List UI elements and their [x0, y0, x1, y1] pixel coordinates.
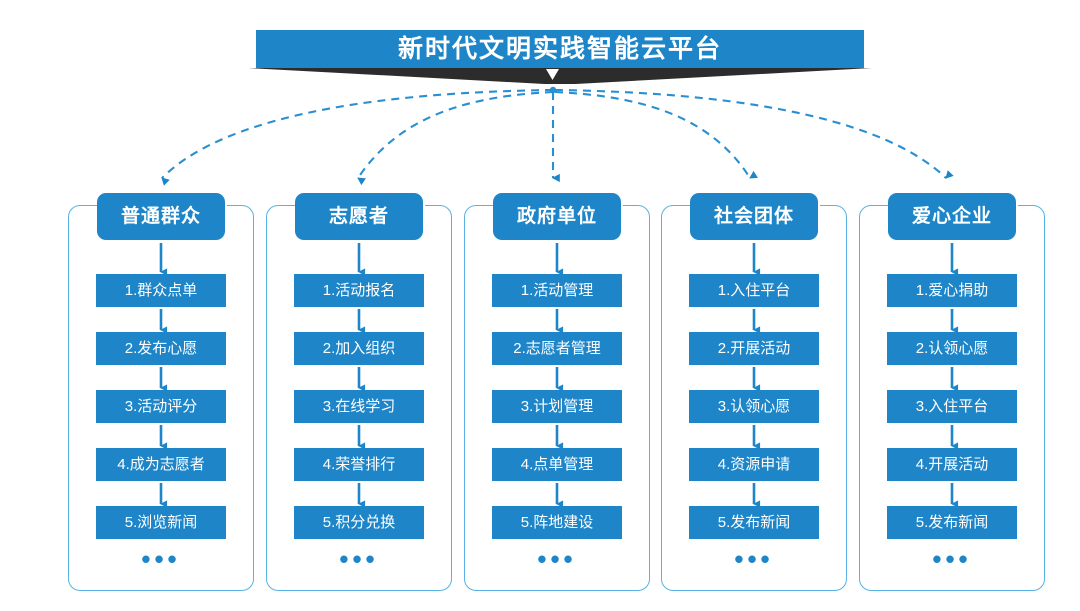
dashed-connector-col4 — [554, 90, 758, 179]
flow-item-label: 1.爱心捐助 — [915, 282, 989, 299]
flow-item-1-3[interactable]: 3.活动评分 — [96, 390, 226, 423]
flow-item-4-3[interactable]: 3.认领心愿 — [689, 390, 819, 423]
flow-item-5-1[interactable]: 1.爱心捐助 — [887, 274, 1017, 307]
flow-item-label: 5.浏览新闻 — [124, 514, 198, 531]
column-header-label: 社会团体 — [713, 206, 794, 227]
flow-item-3-1[interactable]: 1.活动管理 — [492, 274, 622, 307]
column-header-1[interactable]: 普通群众 — [97, 193, 225, 240]
flow-item-label: 3.认领心愿 — [717, 398, 791, 415]
column-header-label: 爱心企业 — [911, 206, 992, 227]
flow-item-5-4[interactable]: 4.开展活动 — [887, 448, 1017, 481]
flow-item-1-1[interactable]: 1.群众点单 — [96, 274, 226, 307]
flow-item-label: 5.阵地建设 — [520, 514, 594, 531]
flow-item-label: 2.认领心愿 — [915, 340, 989, 357]
flow-item-2-1[interactable]: 1.活动报名 — [294, 274, 424, 307]
flow-item-5-5[interactable]: 5.发布新闻 — [887, 506, 1017, 539]
more-ellipsis-2: ••• — [339, 544, 379, 574]
dashed-connector-col5 — [554, 88, 954, 179]
flow-item-label: 2.发布心愿 — [124, 340, 198, 357]
flow-item-2-3[interactable]: 3.在线学习 — [294, 390, 424, 423]
more-ellipsis-4: ••• — [734, 544, 774, 574]
banner-chevron-icon — [546, 69, 559, 80]
column-header-label: 普通群众 — [120, 206, 201, 227]
flow-item-label: 5.发布新闻 — [915, 514, 989, 531]
flow-item-label: 1.活动管理 — [520, 282, 594, 299]
flow-item-label: 4.资源申请 — [717, 456, 791, 473]
platform-title-banner: 新时代文明实践智能云平台 — [256, 30, 864, 68]
column-header-5[interactable]: 爱心企业 — [888, 193, 1016, 240]
flow-item-3-4[interactable]: 4.点单管理 — [492, 448, 622, 481]
flow-item-label: 2.志愿者管理 — [513, 340, 601, 357]
flow-item-1-5[interactable]: 5.浏览新闻 — [96, 506, 226, 539]
flow-item-label: 1.入住平台 — [717, 282, 791, 299]
column-header-2[interactable]: 志愿者 — [295, 193, 423, 240]
flow-item-label: 3.计划管理 — [520, 398, 594, 415]
flow-item-4-5[interactable]: 5.发布新闻 — [689, 506, 819, 539]
more-ellipsis-1: ••• — [141, 544, 181, 574]
flow-item-label: 3.活动评分 — [124, 398, 198, 415]
flow-item-4-4[interactable]: 4.资源申请 — [689, 448, 819, 481]
flow-item-2-5[interactable]: 5.积分兑换 — [294, 506, 424, 539]
flow-item-label: 4.成为志愿者 — [117, 456, 205, 473]
dashed-connector-col1 — [161, 88, 554, 186]
connector-hub — [545, 86, 561, 94]
flow-item-label: 4.荣誉排行 — [322, 456, 396, 473]
column-header-3[interactable]: 政府单位 — [493, 193, 621, 240]
flow-item-3-5[interactable]: 5.阵地建设 — [492, 506, 622, 539]
flow-item-2-4[interactable]: 4.荣誉排行 — [294, 448, 424, 481]
flow-item-5-3[interactable]: 3.入住平台 — [887, 390, 1017, 423]
column-header-4[interactable]: 社会团体 — [690, 193, 818, 240]
flow-item-3-3[interactable]: 3.计划管理 — [492, 390, 622, 423]
flow-item-1-4[interactable]: 4.成为志愿者 — [96, 448, 226, 481]
flow-item-3-2[interactable]: 2.志愿者管理 — [492, 332, 622, 365]
flow-item-5-2[interactable]: 2.认领心愿 — [887, 332, 1017, 365]
flow-item-1-2[interactable]: 2.发布心愿 — [96, 332, 226, 365]
flow-item-label: 3.入住平台 — [915, 398, 989, 415]
flow-item-label: 1.活动报名 — [322, 282, 396, 299]
dashed-connector-col2 — [357, 90, 554, 186]
more-ellipsis-5: ••• — [932, 544, 972, 574]
flow-item-label: 3.在线学习 — [322, 398, 396, 415]
column-header-label: 志愿者 — [328, 206, 389, 227]
flow-item-label: 1.群众点单 — [124, 282, 198, 299]
banner-shadow-ribbon — [248, 68, 872, 84]
flow-item-4-2[interactable]: 2.开展活动 — [689, 332, 819, 365]
flow-item-label: 5.发布新闻 — [717, 514, 791, 531]
more-ellipsis-3: ••• — [537, 544, 577, 574]
flow-item-label: 4.点单管理 — [520, 456, 594, 473]
flow-item-label: 4.开展活动 — [915, 456, 989, 473]
column-header-label: 政府单位 — [516, 206, 597, 227]
flow-item-4-1[interactable]: 1.入住平台 — [689, 274, 819, 307]
flow-item-label: 2.开展活动 — [717, 340, 791, 357]
flow-item-2-2[interactable]: 2.加入组织 — [294, 332, 424, 365]
flow-item-label: 5.积分兑换 — [322, 514, 396, 531]
platform-title-text: 新时代文明实践智能云平台 — [397, 34, 722, 63]
flow-item-label: 2.加入组织 — [322, 340, 396, 357]
